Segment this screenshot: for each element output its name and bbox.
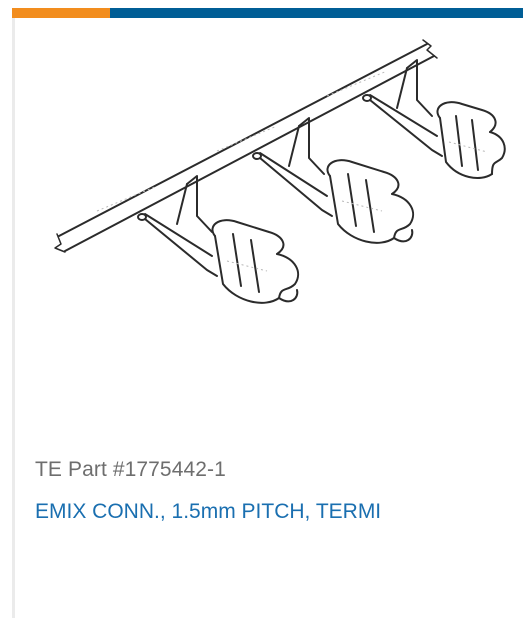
card-left-border (12, 18, 15, 618)
card-accent-bar (12, 8, 523, 18)
accent-blue-segment (110, 8, 523, 18)
terminal-strip-image[interactable] (37, 36, 507, 316)
part-number: TE Part #1775442-1 (35, 458, 226, 481)
accent-orange-segment (12, 8, 110, 18)
product-card[interactable]: TE Part #1775442-1 EMIX CONN., 1.5mm PIT… (12, 8, 523, 618)
product-title-link[interactable]: EMIX CONN., 1.5mm PITCH, TERMI (35, 500, 382, 523)
